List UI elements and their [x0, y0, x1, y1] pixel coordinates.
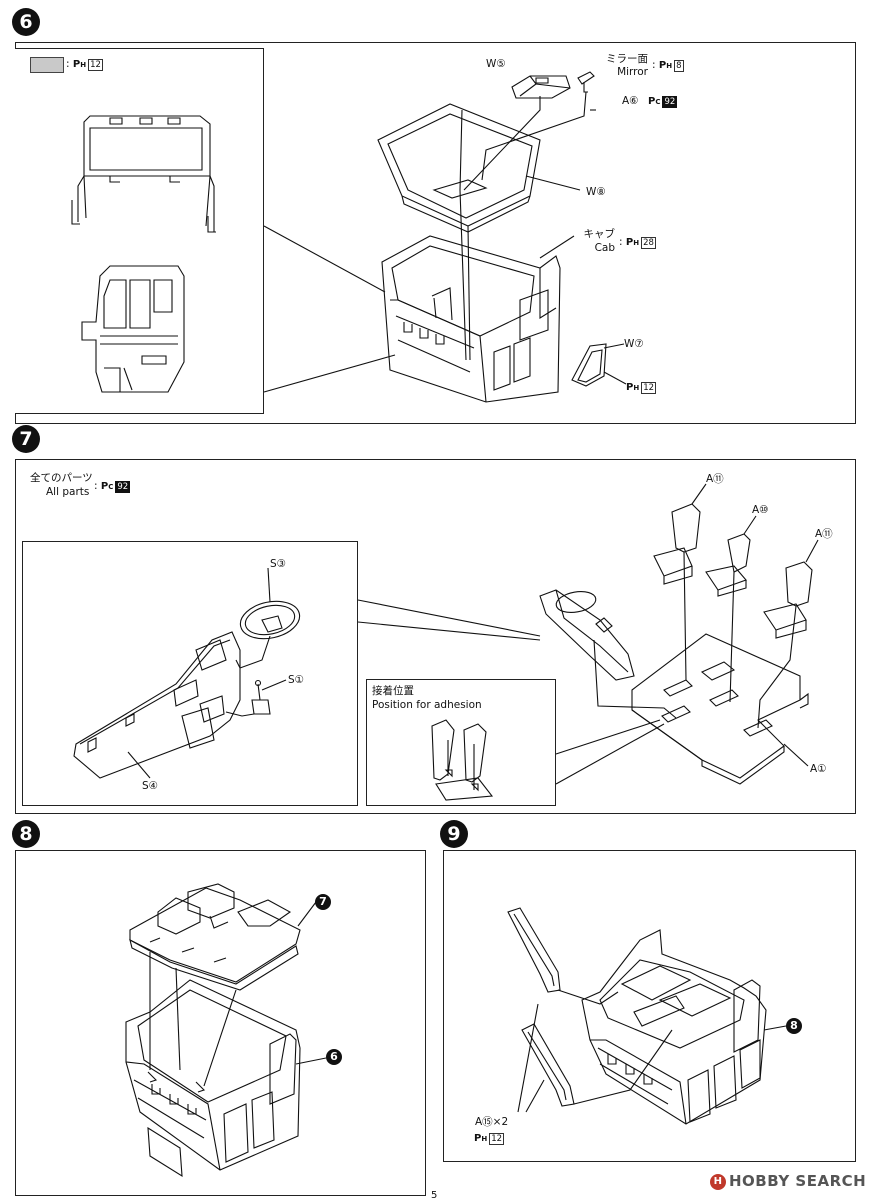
w8-down-line	[468, 226, 470, 360]
label-cab-jp: キャブ	[583, 228, 616, 240]
dash-guide	[594, 640, 676, 718]
label-w8: W⑧	[586, 186, 606, 198]
part-w8-drawing	[378, 104, 540, 232]
ref8-leader	[764, 1026, 786, 1030]
label-s1: S①	[288, 674, 305, 686]
seat-a11-right-guide	[758, 606, 796, 728]
s3-leader	[268, 568, 270, 602]
w8-leader	[526, 176, 580, 190]
part-a6-mirror-drawing	[578, 72, 594, 92]
step-9-number: 9	[440, 820, 468, 848]
a1-leader	[784, 744, 808, 766]
a10-leader	[744, 516, 756, 534]
a15-upper-guide	[558, 990, 618, 1004]
adhesion-leader-bottom	[556, 724, 664, 784]
rear-window-frame-drawing	[72, 116, 216, 232]
label-a11-right: A⑪	[815, 528, 833, 540]
cab-side-drawing	[82, 266, 184, 392]
ref7-leader	[298, 902, 316, 926]
dash-inset-leader-top	[358, 600, 540, 636]
floor-assembly-drawing	[130, 884, 300, 990]
label-a11-left: A⑪	[706, 473, 724, 485]
guide-right	[204, 990, 236, 1086]
cab-with-floor-drawing	[582, 930, 766, 1124]
seat-a11-left-guide	[684, 552, 686, 680]
w8-guide-line	[460, 110, 466, 360]
page-number: 5	[431, 1190, 438, 1201]
a6-guide-line	[482, 92, 586, 180]
a11-right-leader	[806, 540, 818, 562]
cab-body-drawing	[382, 236, 560, 402]
a15-lower-guide	[574, 1030, 672, 1104]
step-8-panel	[15, 850, 426, 1196]
dash-inset-leader-bottom	[358, 622, 540, 640]
s4-leader	[128, 752, 150, 778]
cab-leader	[540, 236, 574, 258]
cab-shell-drawing	[126, 980, 300, 1176]
label-w7: W⑦	[624, 338, 644, 350]
part-w7-drawing	[572, 344, 606, 386]
adhesion-leader-top	[556, 720, 660, 754]
inset-leader-bottom	[264, 355, 395, 392]
gear-lever-drawing	[226, 681, 270, 717]
label-mirror-en: Mirror	[617, 66, 648, 78]
part-w5-drawing	[512, 76, 570, 98]
a15-leader-lines	[518, 1004, 544, 1112]
label-cab-en: Cab	[594, 242, 615, 254]
seat-a10-drawing	[706, 534, 750, 596]
a11-left-leader	[692, 484, 706, 504]
label-a6: A⑥	[622, 95, 639, 107]
label-s4: S④	[142, 780, 159, 792]
adhesion-detail-drawing	[432, 720, 492, 800]
guide-mid	[176, 968, 180, 1070]
label-all-parts-en: All parts	[46, 486, 90, 498]
label-all-parts-jp: 全てのパーツ	[30, 472, 93, 484]
label-w5: W⑤	[486, 58, 506, 70]
step-8-ref-step-6: 6	[326, 1049, 342, 1065]
label-a15: A⑮×2	[475, 1116, 509, 1128]
label-s3: S③	[270, 558, 287, 570]
label-adhesion-en: Position for adhesion	[372, 699, 482, 711]
step-9-ref-step-8: 8	[786, 1018, 802, 1034]
step-6-reference-inset	[15, 48, 264, 414]
s1-leader	[262, 680, 286, 690]
seat-a10-guide	[730, 572, 734, 702]
part-a15-upper-drawing	[508, 908, 560, 992]
label-adhesion-jp: 接着位置	[372, 685, 414, 697]
steering-wheel-drawing	[236, 596, 303, 668]
inset-leader-top	[264, 226, 385, 292]
step-8-number: 8	[12, 820, 40, 848]
dash-on-floor-drawing	[540, 589, 634, 680]
step-8-ref-step-7: 7	[315, 894, 331, 910]
step-7-number: 7	[12, 425, 40, 453]
step-7-adhesion-inset	[366, 679, 556, 806]
label-a1: A①	[810, 763, 827, 775]
ref6-leader	[296, 1058, 326, 1064]
hobby-search-logo-icon: H	[710, 1173, 726, 1190]
seat-a11-right-drawing	[764, 562, 812, 638]
label-mirror-jp: ミラー面	[606, 53, 648, 65]
part-a15-lower-drawing	[522, 1024, 574, 1106]
w5-guide-line	[464, 96, 540, 190]
step-6-number: 6	[12, 8, 40, 36]
dashboard-drawing	[74, 632, 240, 778]
paint-swatch-gray	[30, 57, 64, 73]
w7-leader	[604, 344, 624, 348]
label-a10: A⑩	[752, 504, 769, 516]
w7-paint-leader	[604, 372, 626, 384]
